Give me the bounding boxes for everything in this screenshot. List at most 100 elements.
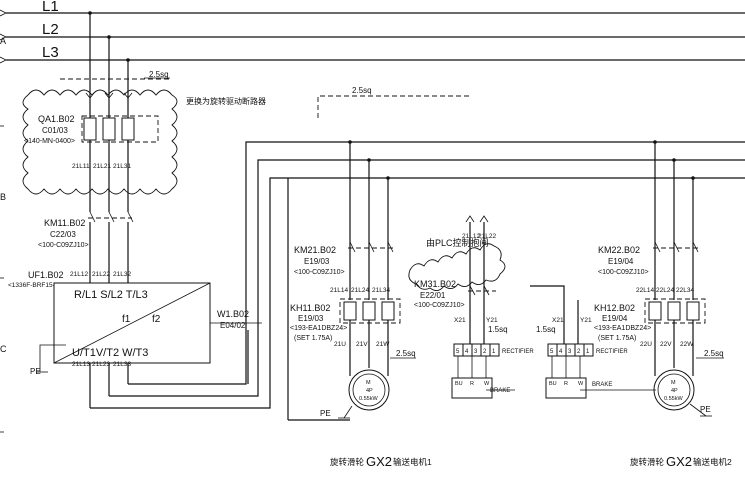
bus-label-l3: L3 (42, 44, 59, 61)
breaker-term-1: 21L11 (72, 163, 90, 170)
m1-term-2: 21L24 (351, 287, 369, 294)
plc-contactor-tag: KM31.B02 (414, 279, 456, 289)
vfd-in-term-2: 21L22 (92, 271, 110, 278)
vfd-out-term-3: 21L33 (113, 361, 131, 368)
zone-markers: A B C (0, 36, 7, 433)
m1-motor-kw: 0.55kW (359, 396, 378, 402)
m1-out-1: 21U (334, 341, 346, 348)
m1-relay-set: (SET 1.75A) (294, 335, 332, 342)
breaker-loc: C01/03 (42, 126, 68, 135)
m1-rect-y: Y21 (486, 317, 498, 324)
m2-wire-size: 2.5sq (704, 349, 724, 358)
plc-term-2: 21L22 (478, 233, 496, 240)
m2-motor-p: 4P (671, 388, 678, 394)
vfd-w1-loc: E04/02 (220, 321, 246, 330)
m1-wire-size: 2.5sq (396, 349, 416, 358)
m2-out-1: 22U (640, 341, 652, 348)
m1-pin-5: 5 (456, 349, 460, 355)
m1-pin-3: 3 (474, 349, 478, 355)
m1-brake-r: R (470, 381, 474, 387)
vfd-tag: UF1.B02 (28, 270, 64, 280)
m1-brake-bu: BU (455, 381, 463, 387)
m2-rect-wire: 1.5sq (536, 325, 556, 334)
breaker-term-2: 21L21 (93, 163, 111, 170)
plc-revision-cloud (408, 243, 506, 291)
m1-brake-w: W (484, 381, 490, 387)
m1-caption-code: GX2 (366, 454, 392, 469)
m2-contactor-spec: <100-C09ZJ10> (598, 269, 649, 276)
vfd-in-term-3: 21L32 (113, 271, 131, 278)
m2-rectifier-block: 5 4 3 2 1 (547, 343, 594, 357)
m2-relay-spec: <193-EA1DBZ24> (594, 325, 651, 332)
m2-term-2: 22L24 (656, 287, 674, 294)
m1-pe: PE (320, 409, 331, 418)
vfd-out-term-2: 21L23 (92, 361, 110, 368)
plc-wire-size: 2.5sq (352, 86, 372, 95)
m2-pin-1: 1 (586, 349, 590, 355)
contactor-main-spec: <100-C09ZJ10> (38, 242, 89, 249)
zone-b: B (0, 192, 6, 202)
m2-relay-tag: KH12.B02 (594, 303, 635, 313)
m1-caption-name: 旋转滑轮 (330, 457, 365, 467)
motor1-branch: KM21.B02 E19/03 <100-C09ZJ10> 21L14 21L2… (290, 140, 534, 469)
m2-caption-motor: 输送电机2 (693, 457, 732, 467)
bus-label-l1: L1 (42, 0, 59, 15)
m2-out-3: 22W (680, 341, 694, 348)
vfd-pe: PE (30, 367, 41, 376)
m1-term-3: 21L34 (372, 287, 390, 294)
m2-motor-kw: 0.55kW (664, 396, 683, 402)
m1-contactor-spec: <100-C09ZJ10> (294, 269, 345, 276)
m2-pin-4: 4 (559, 349, 563, 355)
breaker-branch: 2.5sq 更换为旋转驱动断路器 QA1.B02 C01/03 <140-MN-… (8, 11, 745, 409)
m2-contactor-loc: E19/04 (608, 257, 634, 266)
m2-rectifier: RECTIFIER (596, 349, 628, 355)
m2-motor-m: M (671, 380, 676, 386)
plc-contactor-spec: <100-C09ZJ10> (414, 302, 465, 309)
plc-term-1: 21L12 (462, 233, 480, 240)
m2-pin-3: 3 (568, 349, 572, 355)
m2-caption-code: GX2 (666, 454, 692, 469)
zone-c: C (0, 344, 7, 354)
m2-out-2: 22V (660, 341, 672, 348)
m2-pin-5: 5 (550, 349, 554, 355)
vfd-bottom-label: U/T1V/T2 W/T3 (72, 347, 148, 359)
m2-term-3: 22L34 (676, 287, 694, 294)
m2-rect-x: X21 (552, 317, 564, 324)
m1-rect-wire: 1.5sq (488, 325, 508, 334)
vfd-f1: f1 (122, 314, 131, 325)
m2-term-1: 22L14 (636, 287, 654, 294)
contactor-main-tag: KM11.B02 (44, 218, 85, 228)
m2-relay-set: (SET 1.75A) (598, 335, 636, 342)
m1-out-2: 21V (356, 341, 368, 348)
m2-pe: PE (700, 405, 711, 414)
breaker-spec: <140-MN-0400> (24, 138, 75, 145)
m1-contactor-loc: E19/03 (304, 257, 330, 266)
vfd-in-term-1: 21L12 (70, 271, 88, 278)
m1-relay-tag: KH11.B02 (290, 303, 330, 313)
m2-pin-2: 2 (577, 349, 581, 355)
m2-contactor-tag: KM22.B02 (598, 245, 640, 255)
motor2-branch: KM22.B02 E19/04 <100-C09ZJ10> 22L14 22L2… (530, 140, 732, 469)
m2-brake: BRAKE (592, 382, 612, 388)
contactor-main-loc: C22/03 (50, 230, 76, 239)
m1-term-1: 21L14 (330, 287, 348, 294)
breaker-revision-cloud (22, 89, 178, 195)
m1-brake: BRAKE (490, 388, 510, 394)
m2-rect-y: Y21 (580, 317, 592, 324)
m1-rect-x: X21 (454, 317, 466, 324)
m1-pin-4: 4 (465, 349, 469, 355)
bus-label-l2: L2 (42, 21, 59, 38)
vfd-out-term-1: 21L13 (72, 361, 90, 368)
plc-note: 由PLC控制抱闸 (426, 237, 489, 248)
breaker-wire-size: 2.5sq (149, 70, 169, 79)
power-bus: L1 L2 L3 (0, 0, 745, 64)
vfd-spec: <1336F-BRF15-AA-EN> (8, 282, 79, 289)
m1-rectifier: RECTIFIER (502, 349, 534, 355)
m2-caption-name: 旋转滑轮 (630, 457, 665, 467)
breaker-replace-note: 更换为旋转驱动断路器 (186, 96, 266, 106)
m1-rectifier-block: 5 4 3 2 1 (453, 343, 500, 357)
m1-pin-1: 1 (492, 349, 496, 355)
m2-brake-w: W (578, 381, 584, 387)
